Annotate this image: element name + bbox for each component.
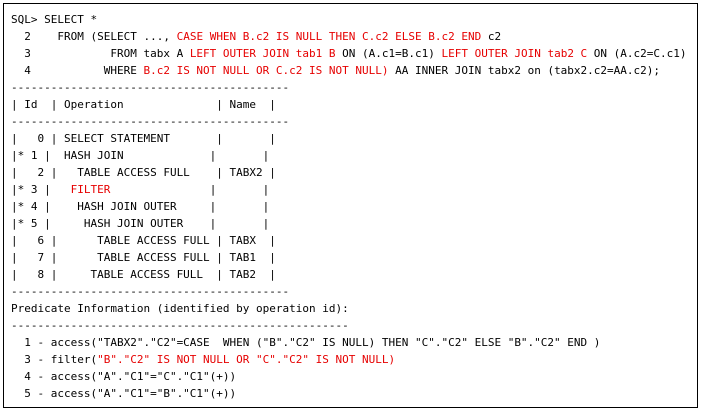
highlighted-text: FILTER bbox=[70, 183, 111, 196]
code-line: | 0 | SELECT STATEMENT | | bbox=[11, 130, 687, 147]
code-text: ----------------------------------------… bbox=[11, 285, 290, 298]
sql-plan-text: SQL> SELECT * 2 FROM (SELECT ..., CASE W… bbox=[11, 11, 687, 402]
code-text: ----------------------------------------… bbox=[11, 115, 290, 128]
code-text: 2 FROM (SELECT ..., bbox=[11, 30, 177, 43]
code-line: | Id | Operation | Name | bbox=[11, 96, 687, 113]
code-text: | | bbox=[110, 183, 270, 196]
code-line: 3 FROM tabx A LEFT OUTER JOIN tab1 B ON … bbox=[11, 45, 687, 62]
code-text: 3 FROM tabx A bbox=[11, 47, 190, 60]
code-text: | 2 | TABLE ACCESS FULL | TABX2 | bbox=[11, 166, 276, 179]
highlighted-text: LEFT OUTER JOIN tab1 B bbox=[189, 47, 336, 60]
code-line: 5 - access("A"."C1"="B"."C1"(+)) bbox=[11, 385, 687, 402]
code-line: | 7 | TABLE ACCESS FULL | TAB1 | bbox=[11, 249, 687, 266]
code-line: 1 - access("TABX2"."C2"=CASE WHEN ("B"."… bbox=[11, 334, 687, 351]
code-text: |* 5 | HASH JOIN OUTER | | bbox=[11, 217, 270, 230]
code-text: SQL> SELECT * bbox=[11, 13, 98, 26]
code-text: ----------------------------------------… bbox=[11, 81, 290, 94]
code-line: |* 3 | FILTER | | bbox=[11, 181, 687, 198]
code-line: |* 1 | HASH JOIN | | bbox=[11, 147, 687, 164]
code-text: |* 3 | bbox=[11, 183, 71, 196]
code-text: 5 - access("A"."C1"="B"."C1"(+)) bbox=[11, 387, 237, 400]
code-text: |* 1 | HASH JOIN | | bbox=[11, 149, 270, 162]
highlighted-text: LEFT OUTER JOIN tab2 C bbox=[441, 47, 588, 60]
code-text: ON (A.c1=B.c1) bbox=[335, 47, 442, 60]
sql-output-panel: SQL> SELECT * 2 FROM (SELECT ..., CASE W… bbox=[3, 3, 698, 408]
code-text: | 0 | SELECT STATEMENT | | bbox=[11, 132, 276, 145]
code-line: |* 4 | HASH JOIN OUTER | | bbox=[11, 198, 687, 215]
code-line: 2 FROM (SELECT ..., CASE WHEN B.c2 IS NU… bbox=[11, 28, 687, 45]
code-text: 4 WHERE bbox=[11, 64, 144, 77]
highlighted-text: CASE WHEN B.c2 IS NULL THEN C.c2 ELSE B.… bbox=[176, 30, 482, 43]
code-text: 1 - access("TABX2"."C2"=CASE WHEN ("B"."… bbox=[11, 336, 601, 349]
code-line: | 8 | TABLE ACCESS FULL | TAB2 | bbox=[11, 266, 687, 283]
highlighted-text: B.c2 IS NOT NULL OR C.c2 IS NOT NULL) bbox=[143, 64, 389, 77]
code-text: | Id | Operation | Name | bbox=[11, 98, 276, 111]
code-line: 4 - access("A"."C1"="C"."C1"(+)) bbox=[11, 368, 687, 385]
code-text: AA INNER JOIN tabx2 on (tabx2.c2=AA.c2); bbox=[388, 64, 661, 77]
code-line: ----------------------------------------… bbox=[11, 317, 687, 334]
code-line: | 2 | TABLE ACCESS FULL | TABX2 | bbox=[11, 164, 687, 181]
code-text: | 8 | TABLE ACCESS FULL | TAB2 | bbox=[11, 268, 276, 281]
code-line: ----------------------------------------… bbox=[11, 283, 687, 300]
code-line: | 6 | TABLE ACCESS FULL | TABX | bbox=[11, 232, 687, 249]
code-text: Predicate Information (identified by ope… bbox=[11, 302, 349, 315]
code-line: 3 - filter("B"."C2" IS NOT NULL OR "C"."… bbox=[11, 351, 687, 368]
code-text: ----------------------------------------… bbox=[11, 319, 349, 332]
code-text: 4 - access("A"."C1"="C"."C1"(+)) bbox=[11, 370, 237, 383]
code-text: ON (A.c2=C.c1) bbox=[587, 47, 687, 60]
code-text: | 7 | TABLE ACCESS FULL | TAB1 | bbox=[11, 251, 276, 264]
code-line: SQL> SELECT * bbox=[11, 11, 687, 28]
code-text: |* 4 | HASH JOIN OUTER | | bbox=[11, 200, 270, 213]
code-text: | 6 | TABLE ACCESS FULL | TABX | bbox=[11, 234, 276, 247]
code-text: 3 - filter( bbox=[11, 353, 98, 366]
code-line: ----------------------------------------… bbox=[11, 79, 687, 96]
code-line: 4 WHERE B.c2 IS NOT NULL OR C.c2 IS NOT … bbox=[11, 62, 687, 79]
code-line: |* 5 | HASH JOIN OUTER | | bbox=[11, 215, 687, 232]
code-line: ----------------------------------------… bbox=[11, 113, 687, 130]
code-line: Predicate Information (identified by ope… bbox=[11, 300, 687, 317]
code-text: c2 bbox=[481, 30, 502, 43]
highlighted-text: "B"."C2" IS NOT NULL OR "C"."C2" IS NOT … bbox=[97, 353, 396, 366]
